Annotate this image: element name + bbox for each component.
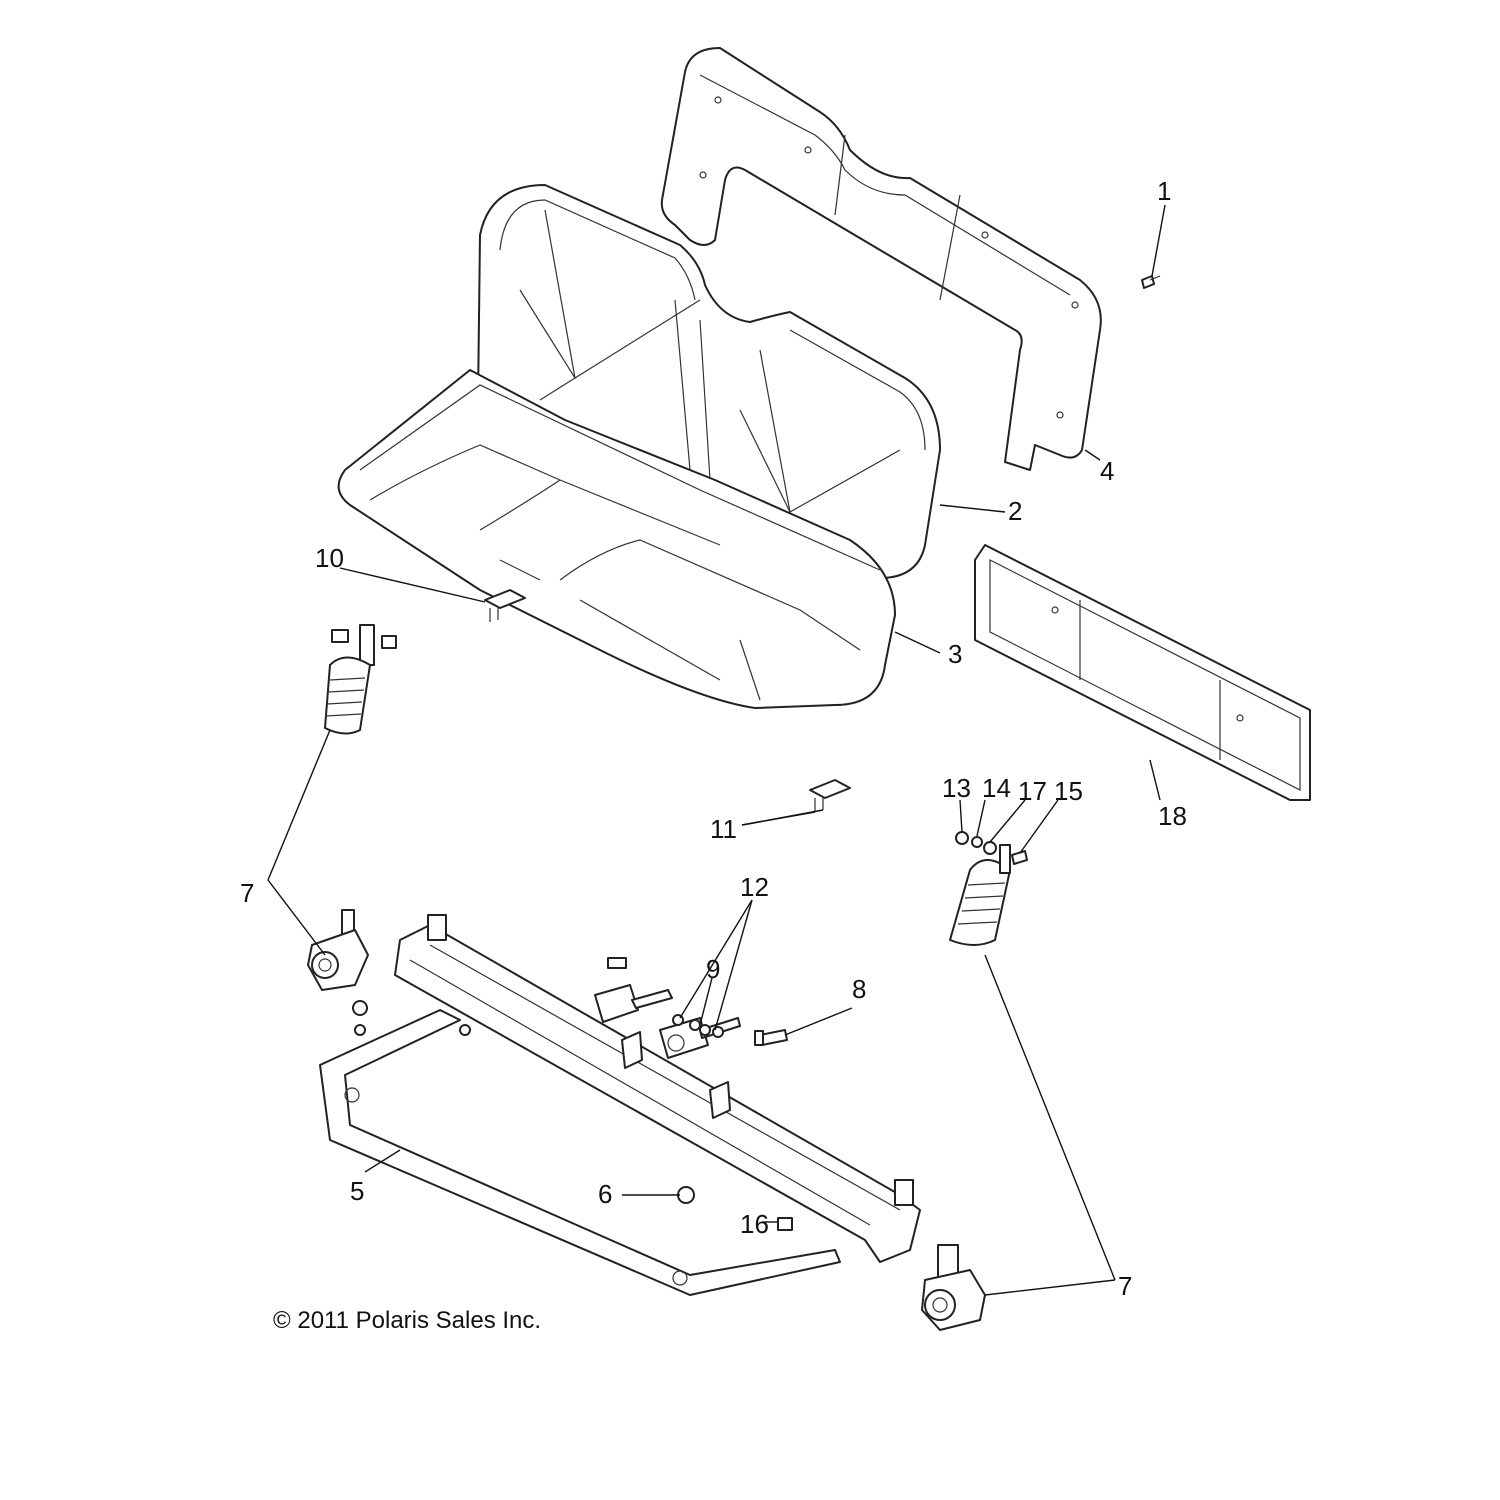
latch-clip-11 (809, 779, 851, 812)
callout-2: 2 (1008, 496, 1022, 526)
leader-lines (267, 204, 1166, 1296)
callout-8: 8 (852, 974, 866, 1004)
seat-base-frame (319, 914, 921, 1296)
callout-15: 15 (1054, 776, 1083, 806)
storage-tray-panel (974, 544, 1311, 801)
callout-3: 3 (948, 639, 962, 669)
callout-9: 9 (706, 954, 720, 984)
callout-11: 11 (710, 814, 737, 844)
callout-4: 4 (1100, 456, 1114, 486)
callout-7-right: 7 (1118, 1271, 1132, 1301)
callout-17: 17 (1018, 776, 1047, 806)
seat-belt-assembly-left (307, 624, 397, 1036)
callout-14: 14 (982, 773, 1011, 803)
nut-6 (677, 1186, 695, 1204)
bolt-1 (1141, 275, 1161, 289)
callout-1: 1 (1157, 176, 1171, 206)
seat-belt-assembly-right (921, 844, 1011, 1331)
bolt-8 (754, 1029, 788, 1046)
callout-18: 18 (1158, 801, 1187, 831)
callout-7-left: 7 (240, 878, 254, 908)
latch-clip-10 (484, 589, 526, 622)
callout-13: 13 (942, 773, 971, 803)
seat-backrest (477, 184, 941, 579)
seat-belt-buckles (594, 957, 741, 1059)
seat-back-panel (660, 47, 1102, 471)
callout-10: 10 (315, 543, 344, 573)
callout-labels: 1 2 3 4 5 6 7 7 8 9 10 11 12 13 14 15 16… (240, 176, 1187, 1301)
callout-16: 16 (740, 1209, 769, 1239)
seat-bottom-cushion (337, 369, 896, 709)
callout-6: 6 (598, 1179, 612, 1209)
nut-16 (777, 1217, 793, 1231)
copyright-text: © 2011 Polaris Sales Inc. (273, 1307, 541, 1334)
callout-12: 12 (740, 872, 769, 902)
callout-5: 5 (350, 1176, 364, 1206)
hardware-13-14-17-15 (955, 831, 1028, 865)
